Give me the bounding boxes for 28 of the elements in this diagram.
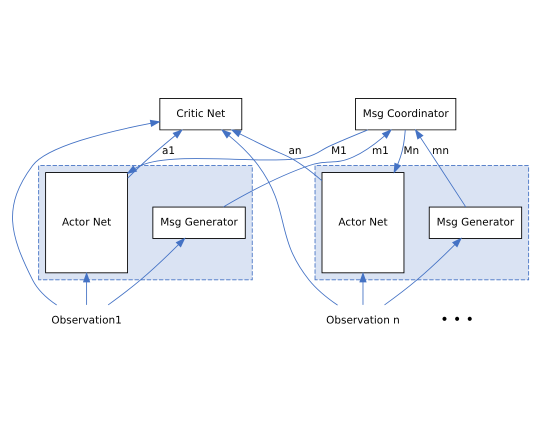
label: • • •: [440, 312, 474, 328]
arrow: [394, 129, 406, 174]
arrow: [384, 237, 462, 305]
node-box: Actor Net: [45, 172, 128, 273]
node-text: Observation n: [326, 314, 400, 326]
arrow: [108, 237, 186, 305]
node-box: Actor Net: [322, 172, 404, 273]
arrow: [127, 128, 183, 178]
arrow: [126, 129, 368, 174]
arrow: [414, 128, 466, 207]
edge-label: an: [288, 144, 302, 156]
arrow: [223, 128, 392, 207]
edge-label: M1: [331, 144, 347, 156]
node-box: Msg Generator: [428, 206, 522, 238]
arrow: [359, 271, 367, 305]
arrow: [82, 271, 90, 305]
cluster: [314, 164, 530, 280]
edge-label: m1: [372, 144, 389, 156]
node-box: Msg Generator: [152, 206, 246, 238]
edge-label: mn: [432, 144, 449, 156]
node-box: Msg Coordinator: [355, 98, 456, 130]
arrow: [12, 119, 161, 305]
node-box: Critic Net: [159, 98, 242, 130]
arrow: [230, 128, 322, 181]
arrow: [221, 128, 338, 306]
edge-label: a1: [162, 144, 176, 156]
node-text: Observation1: [51, 314, 122, 326]
edge-label: Mn: [404, 144, 420, 156]
